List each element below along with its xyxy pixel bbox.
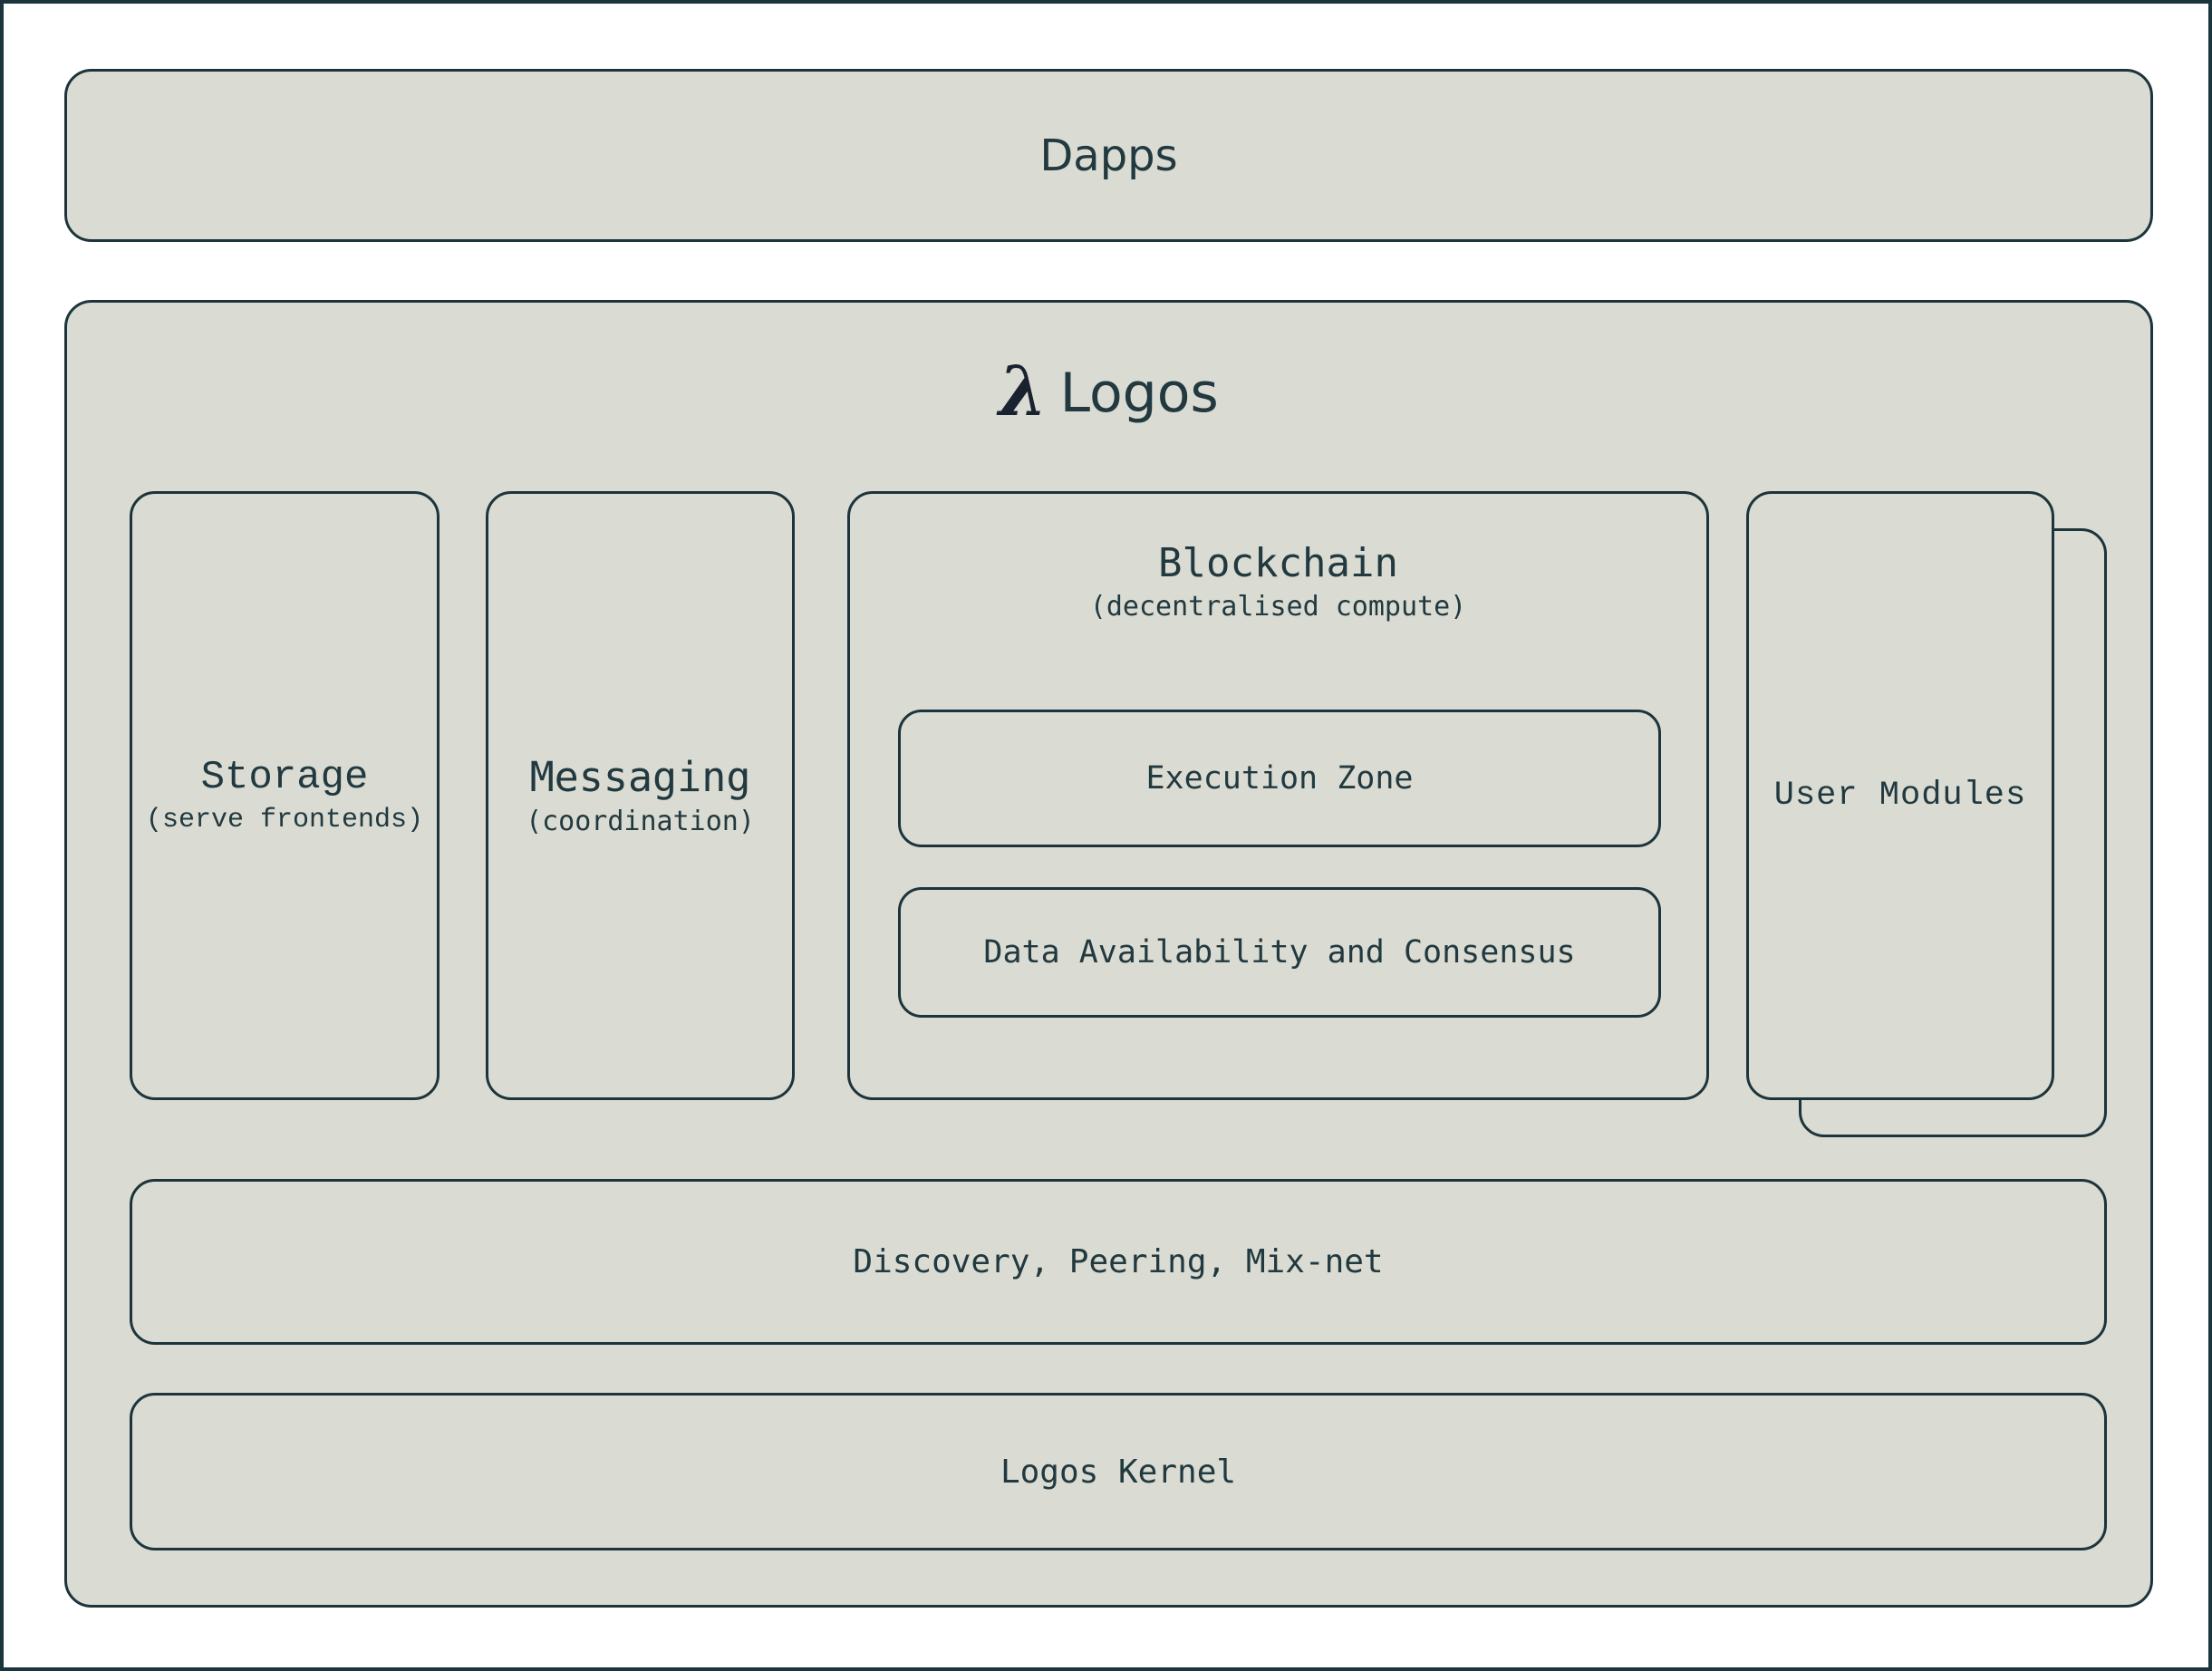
logos-title-label: Logos [1059, 362, 1219, 425]
blockchain-subtitle: (decentralised compute) [1089, 591, 1467, 623]
execution-zone-box: Execution Zone [898, 710, 1661, 847]
logos-kernel-box: Logos Kernel [130, 1393, 2107, 1550]
dapps-box: Dapps [64, 69, 2153, 242]
storage-subtitle: (serve frontends) [145, 805, 424, 836]
data-availability-label: Data Availability and Consensus [983, 934, 1576, 971]
storage-label: Storage [200, 755, 369, 800]
blockchain-header: Blockchain (decentralised compute) [850, 537, 1706, 624]
messaging-subtitle: (coordination) [526, 805, 755, 837]
blockchain-label: Blockchain [1158, 540, 1398, 586]
logos-kernel-label: Logos Kernel [1000, 1453, 1237, 1491]
blockchain-box: Blockchain (decentralised compute) Execu… [847, 491, 1709, 1100]
lambda-icon: λ [999, 351, 1048, 431]
discovery-peering-mixnet-box: Discovery, Peering, Mix-net [130, 1179, 2107, 1345]
user-modules-box: User Modules [1746, 491, 2054, 1100]
messaging-box: Messaging (coordination) [486, 491, 795, 1100]
user-modules-label: User Modules [1773, 777, 2027, 815]
execution-zone-label: Execution Zone [1145, 760, 1414, 797]
data-availability-box: Data Availability and Consensus [898, 887, 1661, 1018]
discovery-peering-mixnet-label: Discovery, Peering, Mix-net [853, 1243, 1384, 1280]
dapps-label: Dapps [1039, 130, 1178, 181]
storage-box: Storage (serve frontends) [130, 491, 440, 1100]
messaging-label: Messaging [529, 753, 751, 802]
